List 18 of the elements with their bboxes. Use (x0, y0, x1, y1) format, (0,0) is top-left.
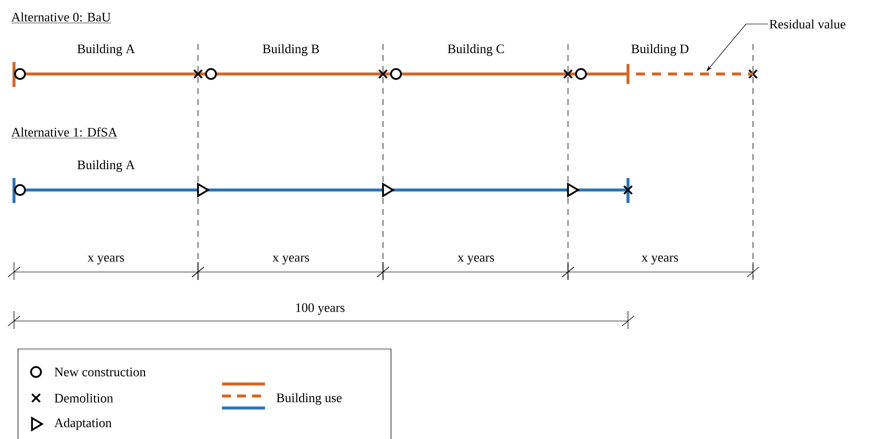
dimension-label: x years (88, 256, 124, 264)
legend-label: Demolition (54, 393, 114, 403)
alternative-heading: Alternative 0: BaU (11, 12, 112, 24)
callout-text: Residual value (770, 19, 846, 29)
legend-label: Adaptation (54, 418, 112, 430)
legend-label: New construction (54, 368, 146, 376)
building-label: Building D (631, 44, 688, 56)
legend-label: Building use (276, 393, 342, 405)
alternative-heading: Alternative 1: DfSA (11, 127, 118, 138)
residual-value-bar (636, 72, 753, 76)
dimension-label: x years (458, 256, 494, 264)
building-label: Building A (77, 44, 135, 56)
dimension-label: x years (642, 256, 678, 264)
dimension-label: 100 years (296, 303, 345, 315)
dimension-label: x years (272, 256, 310, 264)
building-label: Building A (77, 160, 135, 172)
building-label: Building B (262, 44, 319, 56)
building-label: Building C (448, 44, 504, 56)
